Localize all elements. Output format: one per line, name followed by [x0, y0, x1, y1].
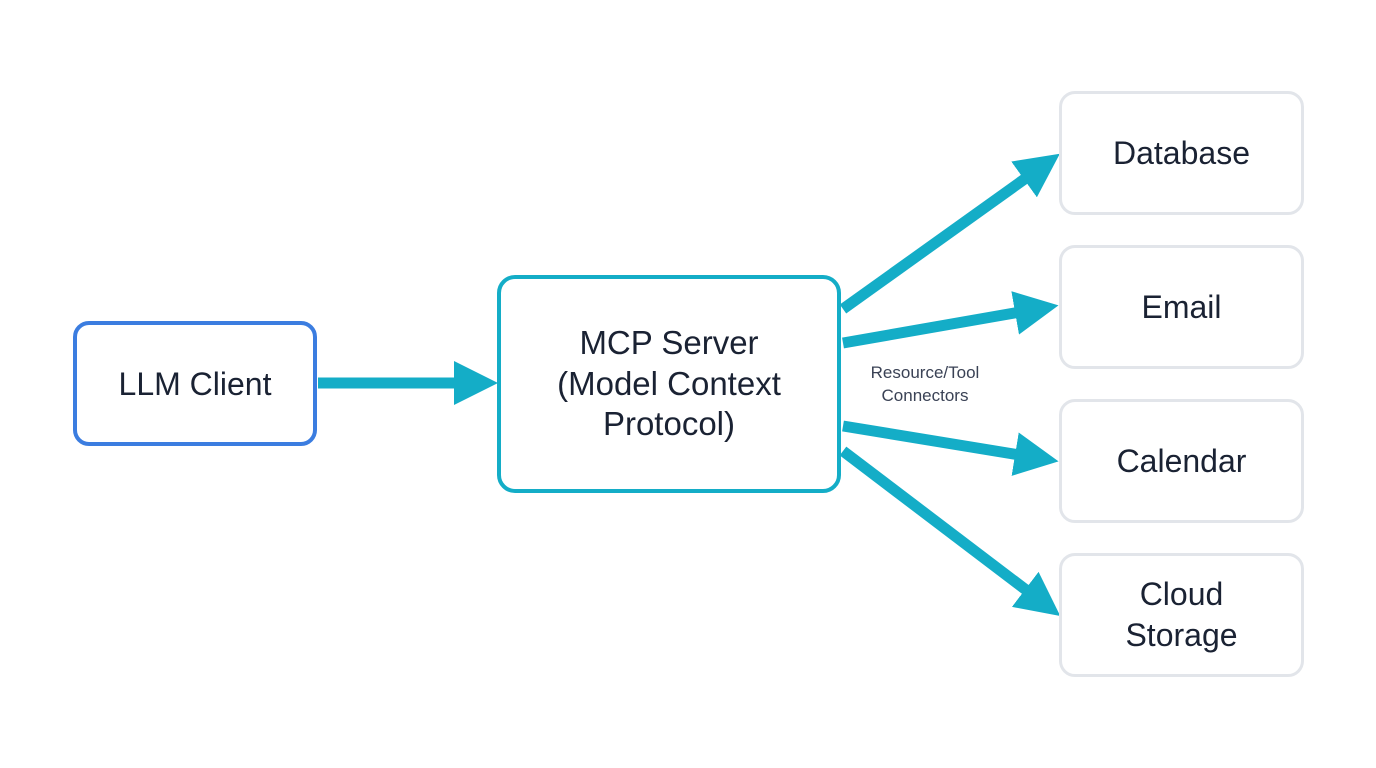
llm-client-label: LLM Client — [118, 365, 272, 402]
cloud-storage-label-line-1: Cloud — [1139, 576, 1224, 613]
mcp-server-label: MCP Server (Model Context Protocol) — [557, 323, 781, 446]
arrow-mcp-to-cloud-storage — [839, 446, 1061, 616]
arrow-mcp-to-database — [839, 153, 1060, 314]
email-label: Email — [1141, 289, 1222, 325]
database-label: Database — [1113, 135, 1250, 171]
cloud-storage-node: Cloud Storage — [1059, 553, 1304, 677]
cloud-storage-label: Cloud Storage — [1125, 574, 1237, 656]
cloud-storage-label-line-2: Storage — [1125, 617, 1238, 653]
calendar-label: Calendar — [1116, 443, 1247, 479]
email-node: Email — [1059, 245, 1304, 369]
connector-label-line-2: Connectors — [881, 385, 969, 405]
mcp-server-label-line-2: (Model Context — [557, 364, 781, 402]
connector-label-line-1: Resource/Tool — [870, 363, 980, 382]
mcp-server-label-line-3: Protocol) — [602, 405, 736, 443]
llm-client-node: LLM Client — [73, 321, 317, 446]
arrow-mcp-to-email — [842, 291, 1059, 349]
arrow-mcp-to-calendar — [842, 420, 1059, 476]
connector-label: Resource/Tool Connectors — [846, 362, 1004, 408]
database-node: Database — [1059, 91, 1304, 215]
mcp-server-label-line-1: MCP Server — [579, 323, 759, 361]
mcp-server-node: MCP Server (Model Context Protocol) — [497, 275, 841, 493]
calendar-node: Calendar — [1059, 399, 1304, 523]
